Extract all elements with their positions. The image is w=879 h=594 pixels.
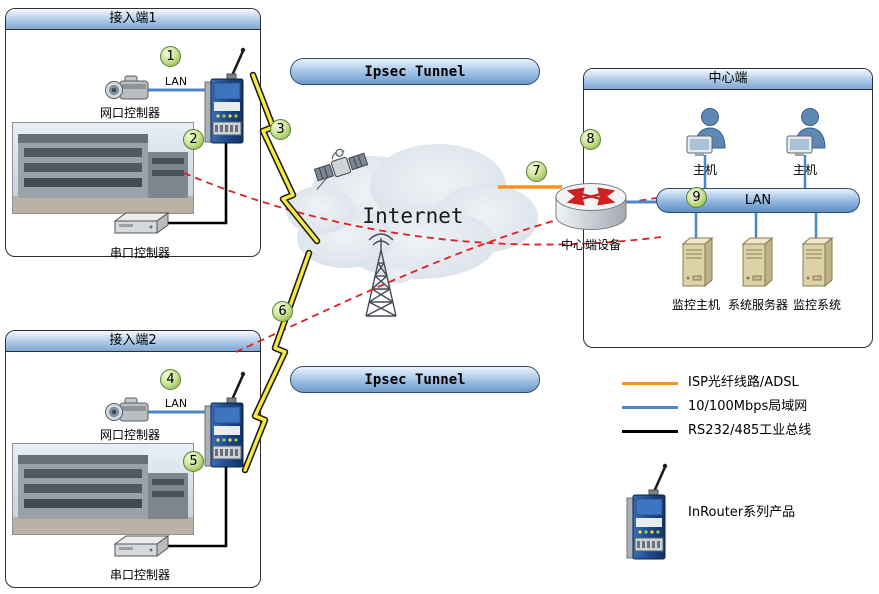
ipsec-tunnel-bottom: Ipsec Tunnel [290,366,540,393]
radio-tower-icon [365,233,397,317]
access1-title: 接入端1 [6,9,260,30]
server-icon-3 [802,237,833,287]
center-router-icon [555,183,627,230]
satellite-icon [313,148,369,190]
serial-label-access1: 串口控制器 [109,246,170,260]
server2-label: 系统服务器 [727,298,788,312]
step-badge-7: 7 [526,161,547,182]
ipsec-tunnel-top: Ipsec Tunnel [290,58,540,85]
serial-bus-access1 [168,140,228,225]
step-badge-5: 5 [183,451,204,472]
internet-label: Internet [362,204,464,228]
legend-lan-line [622,406,678,409]
serial-label-access2: 串口控制器 [109,568,170,582]
host2-label: 主机 [792,163,817,177]
building-photo-1 [12,122,194,214]
inrouter-icon-legend [625,462,669,561]
step-badge-4: 4 [160,369,181,390]
serial-bus-access2 [168,462,228,548]
host1-label: 主机 [692,163,717,177]
lan-label-access2: LAN [164,397,188,410]
lan-label-access1: LAN [164,75,188,88]
step-badge-1: 1 [160,46,181,67]
legend-bus-line [622,430,678,433]
center-device-label: 中心端设备 [560,238,621,252]
server3-label: 监控系统 [792,298,841,312]
ipsec-tunnel-bottom-label: Ipsec Tunnel [364,371,466,388]
host-icon-2 [786,108,826,157]
server1-label: 监控主机 [671,298,720,312]
step-badge-3: 3 [270,119,291,140]
legend-bus-label: RS232/485工业总线 [688,423,812,438]
wireless-link-top [249,71,321,245]
legend-product-label: InRouter系列产品 [688,505,796,520]
server-icon-2 [742,237,773,287]
lan-bus-label: LAN [744,193,772,208]
legend-lan-label: 10/100Mbps局域网 [688,399,808,414]
serial-controller-icon-1 [114,212,169,234]
ip-camera-icon-1 [105,75,149,100]
legend-isp-line [622,382,678,385]
wireless-link-bottom [241,249,313,474]
camera-label-access2: 网口控制器 [99,428,160,442]
center-title: 中心端 [584,69,872,90]
ip-camera-icon-2 [105,397,149,422]
inrouter-icon-2 [203,370,247,469]
access2-title: 接入端2 [6,331,260,352]
camera-label-access1: 网口控制器 [99,106,160,120]
vpn-path-1 [183,172,662,246]
legend-isp-label: ISP光纤线路/ADSL [688,375,799,390]
step-badge-6: 6 [272,301,293,322]
serial-controller-icon-2 [114,535,169,557]
building-photo-2 [12,443,194,535]
inrouter-icon-1 [203,46,247,145]
step-badge-9: 9 [686,187,707,208]
server-icon-1 [682,237,713,287]
host-icon-1 [686,108,726,157]
step-badge-8: 8 [580,129,601,150]
ipsec-tunnel-top-label: Ipsec Tunnel [364,63,466,80]
step-badge-2: 2 [183,129,204,150]
